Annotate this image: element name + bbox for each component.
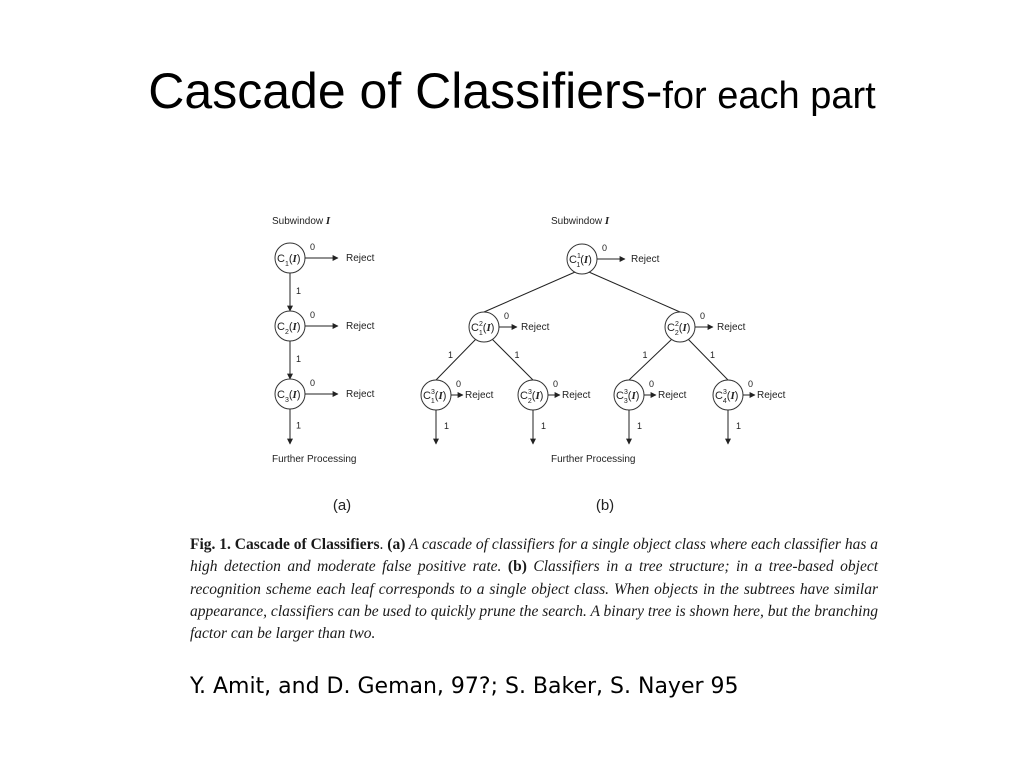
caption-period: . xyxy=(379,536,388,553)
caption-fig-label: Fig. 1. Cascade of Classifiers xyxy=(190,536,380,553)
classifier-label: C2(I) xyxy=(277,321,300,336)
edge-label-zero: 0 xyxy=(504,311,509,321)
edge-label-zero: 0 xyxy=(310,242,315,252)
edge-label-one: 1 xyxy=(448,350,453,360)
tree-edge xyxy=(581,268,681,313)
subwindow-label: Subwindow I xyxy=(551,215,610,227)
tree-edge xyxy=(483,268,583,313)
citation: Y. Amit, and D. Geman, 97?; S. Baker, S.… xyxy=(190,674,739,699)
title-main: Cascade of Classifiers- xyxy=(148,63,663,119)
reject-label: Reject xyxy=(562,390,591,401)
edge-label-one: 1 xyxy=(710,350,715,360)
tree-edge xyxy=(687,338,729,381)
classifier-label: C3(I) xyxy=(277,389,300,404)
edge-label-one: 1 xyxy=(296,354,301,364)
edge-label-zero: 0 xyxy=(456,379,461,389)
caption-a-label: (a) xyxy=(387,536,406,553)
edge-label-zero: 0 xyxy=(649,379,654,389)
panel-a-label: (a) xyxy=(333,497,351,514)
edge-label-zero: 0 xyxy=(553,379,558,389)
reject-label: Reject xyxy=(346,253,375,264)
cascade-figure: Subwindow IC1(I)0Reject1C2(I)0Reject1C3(… xyxy=(272,215,786,514)
reject-label: Reject xyxy=(631,254,660,265)
tree-edge xyxy=(628,338,673,381)
edge-label-zero: 0 xyxy=(310,310,315,320)
tree-edge xyxy=(491,338,534,381)
edge-label-zero: 0 xyxy=(748,379,753,389)
reject-label: Reject xyxy=(757,390,786,401)
slide-title: Cascade of Classifiers-for each part xyxy=(0,66,1024,116)
edge-label-zero: 0 xyxy=(700,311,705,321)
edge-label-zero: 0 xyxy=(602,243,607,253)
title-sub: for each part xyxy=(662,75,876,117)
edge-label-one: 1 xyxy=(541,421,546,431)
edge-label-one: 1 xyxy=(444,421,449,431)
figure-caption: Fig. 1. Cascade of Classifiers. (a) A ca… xyxy=(190,534,878,645)
panel-a-diagram: Subwindow IC1(I)0Reject1C2(I)0Reject1C3(… xyxy=(272,215,375,465)
reject-label: Reject xyxy=(717,322,746,333)
edge-label-one: 1 xyxy=(637,421,642,431)
caption-b-text: Classifiers in a tree structure; in a tr… xyxy=(190,558,879,643)
edge-label-one: 1 xyxy=(296,286,301,296)
further-processing-label: Further Processing xyxy=(551,454,635,465)
classifier-label: C1(I) xyxy=(277,253,300,268)
reject-label: Reject xyxy=(346,321,375,332)
edge-label-one: 1 xyxy=(515,350,520,360)
edge-label-zero: 0 xyxy=(310,378,315,388)
caption-a-text: A cascade of classifiers for a single ob… xyxy=(190,536,879,576)
further-processing-label: Further Processing xyxy=(272,454,356,465)
edge-label-one: 1 xyxy=(296,421,301,431)
edge-label-one: 1 xyxy=(643,350,648,360)
subwindow-label: Subwindow I xyxy=(272,215,331,227)
panel-b-label: (b) xyxy=(596,497,614,514)
reject-label: Reject xyxy=(346,389,375,400)
reject-label: Reject xyxy=(465,390,494,401)
edge-label-one: 1 xyxy=(736,421,741,431)
tree-edge xyxy=(435,338,477,381)
caption-b-label: (b) xyxy=(507,558,527,576)
reject-label: Reject xyxy=(658,390,687,401)
reject-label: Reject xyxy=(521,322,550,333)
